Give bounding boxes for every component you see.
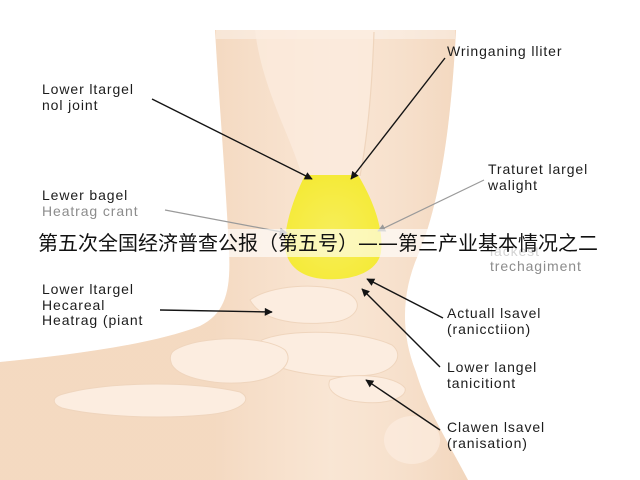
metatarsal-bone (53, 383, 247, 418)
label-line: Lower ltargel (42, 81, 134, 97)
label-line: (ranisation) (447, 435, 528, 451)
label-traturet: Traturet largel walight (488, 161, 589, 193)
label-lewer-bagel: Lewer bagel Heatrag crant (42, 187, 139, 219)
pointer-arrow-wringaning (350, 57, 446, 180)
label-line: Traturet largel (488, 161, 589, 177)
label-line: (ranicctiion) (447, 320, 532, 337)
label-line: Heatrag crant (42, 202, 139, 219)
navicular-bone (169, 338, 289, 384)
heel-pad (384, 416, 440, 464)
label-line: Lewer bagel (42, 187, 129, 203)
tarsal-bone (249, 285, 358, 324)
label-line: Clawen lsavel (447, 419, 546, 435)
pointer-arrow-lower-ltargel-hecareal (159, 307, 273, 316)
label-line: Wringaning lliter (447, 43, 563, 59)
overlay-caption-band: 第五次全国经济普查公报（第五号）——第三产业基本情况之二 (34, 229, 606, 257)
pointer-arrow-lower-langel (361, 288, 441, 368)
label-line: trechagiment (490, 258, 582, 274)
pointer-arrow-actuall (366, 278, 444, 319)
overlay-caption: 第五次全国经济普查公报（第五号）——第三产业基本情况之二 (38, 231, 598, 255)
label-line: Heatrag (piant (42, 312, 144, 328)
label-lower-langel: Lower langel tanicitiont (447, 359, 537, 391)
pointer-arrow-clawen (365, 379, 441, 431)
fibula-edge (359, 31, 375, 177)
label-line: nol joint (42, 96, 99, 113)
label-lower-ltargel-hecareal: Lower ltargel Hecareal Heatrag (piant (42, 281, 144, 329)
label-line: Lower langel (447, 359, 538, 375)
tibia-bone (255, 30, 374, 180)
label-wringaning: Wringaning lliter (447, 43, 563, 60)
heel-bone (328, 375, 406, 404)
label-line: Actuall lsavel (447, 305, 542, 321)
label-line: walight (488, 176, 538, 193)
pointer-arrow-traturet (377, 179, 485, 232)
label-line: tanicitiont (447, 375, 517, 391)
label-actuall: Actuall lsavel (ranicctiion) (447, 305, 542, 337)
label-lower-ltargel-joint: Lower ltargel nol joint (42, 81, 134, 113)
pointer-arrow-lower-ltargel-joint (151, 98, 313, 180)
label-line: Hecareal (42, 296, 106, 313)
label-clawen: Clawen lsavel (ranisation) (447, 419, 545, 451)
label-line: Lower ltargel (42, 281, 134, 297)
